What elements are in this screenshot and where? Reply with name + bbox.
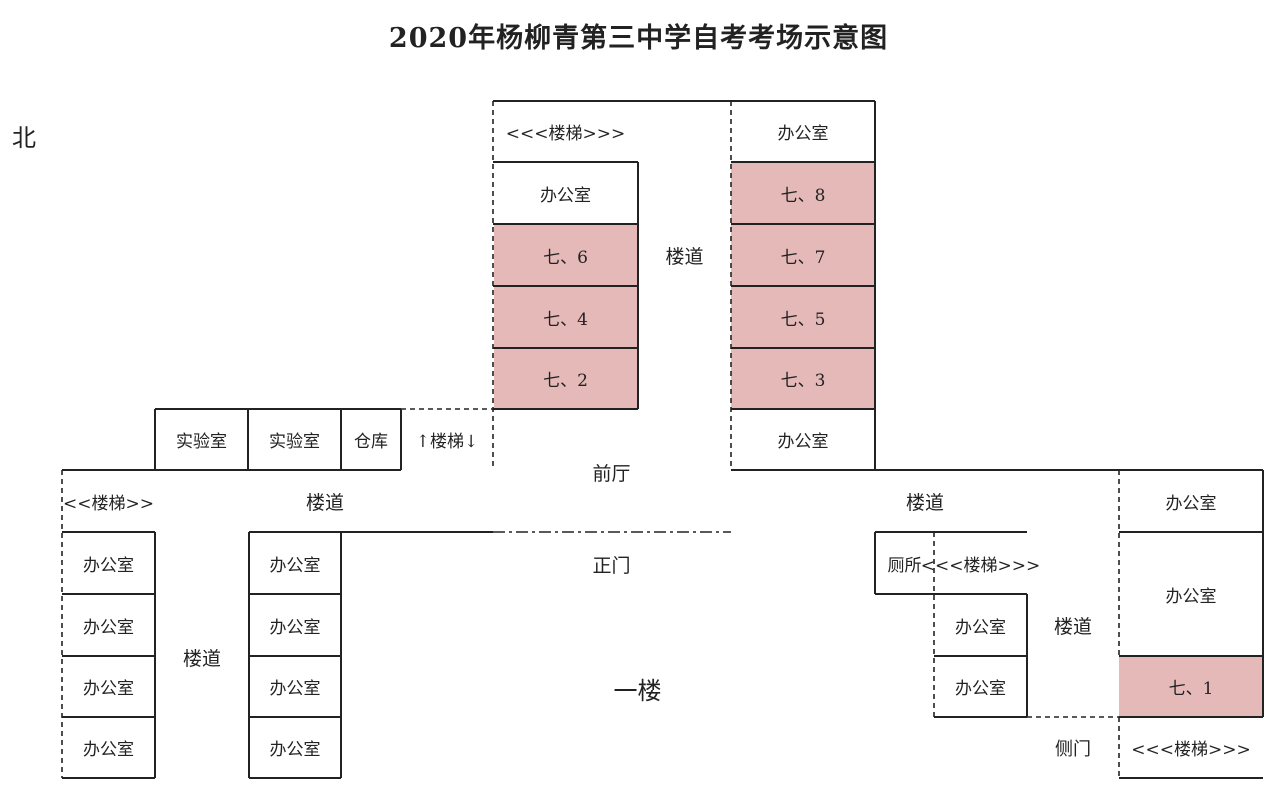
left-office-3: 办公室 <box>83 679 134 699</box>
corridor-top: 楼道 <box>665 245 704 268</box>
office-top-left: 办公室 <box>540 185 591 206</box>
dashed-walls <box>61 101 1120 778</box>
floor-label: 一楼 <box>613 676 662 705</box>
right-office-1: 办公室 <box>955 617 1006 638</box>
mid-office-4: 办公室 <box>269 740 321 760</box>
office-far-right-big: 办公室 <box>1165 586 1217 607</box>
stairs-top: <<<楼梯>>> <box>505 124 626 144</box>
stairs-left: <<楼梯>> <box>63 493 154 514</box>
corridor-left-vertical: 楼道 <box>182 647 221 670</box>
side-gate: 侧门 <box>1055 738 1091 760</box>
north-indicator: 北 <box>12 124 36 152</box>
lab-2: 实验室 <box>269 432 320 452</box>
fill-7-1 <box>1119 656 1263 717</box>
stairs-bottom-right: <<<楼梯>>> <box>1131 740 1251 760</box>
room-7-8[interactable]: 七、8 <box>780 185 826 206</box>
room-7-2[interactable]: 七、2 <box>543 371 588 391</box>
room-7-5[interactable]: 七、5 <box>780 309 826 330</box>
room-7-6[interactable]: 七、6 <box>543 247 588 268</box>
exam-room-fills <box>494 162 1263 717</box>
fill-7-7 <box>731 224 875 286</box>
corridor-right-vertical: 楼道 <box>1053 615 1092 638</box>
office-top-right: 办公室 <box>777 124 829 144</box>
room-7-3[interactable]: 七、3 <box>780 371 826 391</box>
main-gate: 正门 <box>592 554 631 577</box>
fill-7-3 <box>731 348 875 409</box>
lobby: 前厅 <box>592 462 631 485</box>
office-far-right-top: 办公室 <box>1165 493 1217 514</box>
page-title: 2020年杨柳青第三中学自考考场示意图 <box>388 23 889 54</box>
corridor-left: 楼道 <box>305 491 344 514</box>
room-7-1[interactable]: 七、1 <box>1168 679 1214 699</box>
left-office-4: 办公室 <box>83 740 134 760</box>
mid-office-3: 办公室 <box>269 679 321 699</box>
fill-7-2 <box>494 348 638 409</box>
solid-walls <box>62 100 1264 779</box>
mid-office-1: 办公室 <box>269 555 321 576</box>
fill-7-5 <box>731 286 875 348</box>
stairs-mid: ↑楼梯↓ <box>415 432 479 452</box>
mid-office-2: 办公室 <box>269 617 321 638</box>
office-mid-right: 办公室 <box>777 432 829 452</box>
fill-7-6 <box>494 224 638 286</box>
fill-7-4 <box>494 286 638 348</box>
lab-1: 实验室 <box>176 432 227 452</box>
left-office-1: 办公室 <box>83 555 134 576</box>
fill-7-8 <box>731 162 875 224</box>
restroom: 厕所 <box>887 555 922 576</box>
right-office-2: 办公室 <box>955 679 1006 699</box>
room-7-4[interactable]: 七、4 <box>543 309 588 330</box>
storage: 仓库 <box>354 432 388 452</box>
corridor-right: 楼道 <box>905 491 944 514</box>
stairs-right: <<<楼梯>>> <box>920 555 1041 576</box>
left-office-2: 办公室 <box>83 617 134 638</box>
room-7-7[interactable]: 七、7 <box>780 247 826 268</box>
